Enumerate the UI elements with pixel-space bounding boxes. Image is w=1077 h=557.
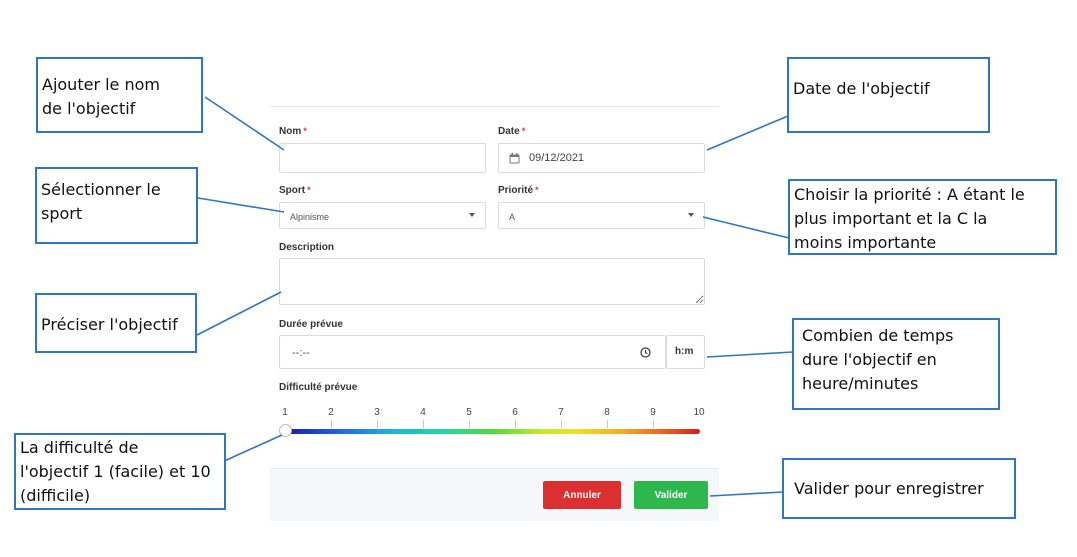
validate-button[interactable]: Valider xyxy=(634,481,708,509)
callout-priority: Choisir la priorité : A étant le plus im… xyxy=(788,179,1057,255)
duration-label: Durée prévue xyxy=(279,319,343,330)
form-top-divider xyxy=(270,106,719,107)
objective-form xyxy=(270,105,719,519)
connector-line xyxy=(709,491,784,497)
priority-selected-value: A xyxy=(509,212,516,222)
callout-text: Préciser l'objectif xyxy=(41,315,178,334)
callout-text: Date de l'objectif xyxy=(793,79,930,98)
callout-duration: Combien de temps dure l'objectif en heur… xyxy=(792,318,1000,410)
callout-description: Préciser l'objectif xyxy=(35,293,197,353)
sport-label: Sport* xyxy=(279,185,311,196)
callout-text: heure/minutes xyxy=(802,374,919,393)
chevron-down-icon xyxy=(688,213,694,217)
difficulty-scale: 1 2 3 4 5 6 7 8 9 10 xyxy=(282,407,705,431)
priority-required-mark: * xyxy=(535,185,539,195)
calendar-icon xyxy=(509,153,520,164)
date-label: Date* xyxy=(498,126,525,137)
tick-mark xyxy=(653,420,654,428)
tick-label: 4 xyxy=(420,407,426,418)
tick-mark xyxy=(377,420,378,428)
duration-unit: h:m xyxy=(675,346,694,357)
tick-label: 3 xyxy=(374,407,380,418)
callout-validate: Valider pour enregistrer xyxy=(782,458,1016,519)
priority-label: Priorité* xyxy=(498,185,539,196)
date-required-mark: * xyxy=(521,126,526,136)
tick-label: 9 xyxy=(650,407,656,418)
callout-text: dure l'objectif en xyxy=(802,350,937,369)
tick-label: 5 xyxy=(466,407,472,418)
tick-mark xyxy=(561,420,562,428)
callout-date: Date de l'objectif xyxy=(787,57,990,133)
chevron-down-icon xyxy=(469,213,475,217)
description-textarea[interactable] xyxy=(279,258,705,305)
callout-text: de l'objectif xyxy=(42,99,136,118)
name-label: Nom* xyxy=(279,126,307,137)
duration-value: --:-- xyxy=(292,347,310,359)
callout-text: (difficile) xyxy=(20,486,91,505)
name-label-text: Nom xyxy=(279,126,302,137)
date-value: 09/12/2021 xyxy=(529,152,585,164)
callout-text: Valider pour enregistrer xyxy=(794,479,984,498)
difficulty-slider-track[interactable] xyxy=(285,429,700,434)
connector-line xyxy=(706,351,794,358)
priority-select[interactable]: A xyxy=(498,202,705,229)
callout-text: moins importante xyxy=(794,233,937,252)
tick-mark xyxy=(423,420,424,428)
tick-mark xyxy=(607,420,608,428)
tick-label: 1 xyxy=(282,407,288,418)
tick-label: 8 xyxy=(604,407,610,418)
connector-line xyxy=(706,115,789,151)
tick-label: 7 xyxy=(558,407,564,418)
date-label-text: Date xyxy=(498,126,520,137)
name-input[interactable] xyxy=(279,143,486,173)
clock-icon xyxy=(640,347,651,358)
callout-name: Ajouter le nom de l'objectif xyxy=(36,57,203,133)
callout-text: Choisir la priorité : A étant le xyxy=(794,185,1025,204)
duration-input[interactable]: --:-- xyxy=(279,335,666,369)
sport-selected-value: Alpinisme xyxy=(290,212,330,222)
tick-label: 10 xyxy=(693,407,705,418)
callout-sport: Sélectionner le sport xyxy=(35,167,198,244)
date-input[interactable]: 09/12/2021 xyxy=(498,143,705,173)
cancel-button[interactable]: Annuler xyxy=(543,481,621,509)
connector-line xyxy=(196,291,282,336)
tick-mark xyxy=(515,420,516,428)
callout-text: l'objectif 1 (facile) et 10 xyxy=(20,462,211,481)
callout-difficulty: La difficulté de l'objectif 1 (facile) e… xyxy=(14,433,226,510)
name-required-mark: * xyxy=(303,126,307,136)
tick-label: 2 xyxy=(328,407,334,418)
callout-text: Ajouter le nom xyxy=(42,75,160,94)
callout-text: sport xyxy=(41,204,83,223)
callout-text: Combien de temps xyxy=(802,326,954,345)
tick-label: 6 xyxy=(512,407,518,418)
sport-required-mark: * xyxy=(307,185,311,195)
tick-mark xyxy=(331,420,332,428)
difficulty-slider-thumb[interactable] xyxy=(278,424,292,437)
sport-label-text: Sport xyxy=(279,185,306,196)
difficulty-label: Difficulté prévue xyxy=(279,382,358,393)
duration-unit-addon: h:m xyxy=(666,335,705,369)
callout-text: La difficulté de xyxy=(20,438,139,457)
priority-label-text: Priorité xyxy=(498,185,534,196)
sport-select[interactable]: Alpinisme xyxy=(279,202,486,229)
callout-text: plus important et la C la xyxy=(794,209,988,228)
description-label: Description xyxy=(279,242,335,253)
tick-mark xyxy=(469,420,470,428)
callout-text: Sélectionner le xyxy=(41,180,161,199)
